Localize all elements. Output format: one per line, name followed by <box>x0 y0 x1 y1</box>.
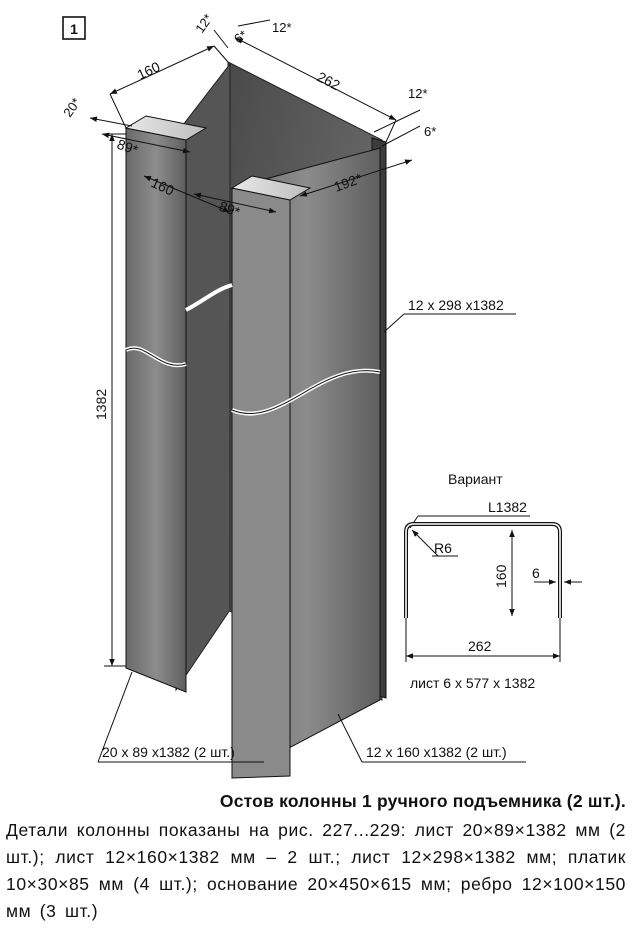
column-3d-view <box>124 61 387 779</box>
variant-thickness: 6 <box>532 565 540 581</box>
caption-body: Детали колонны показаны на рис. 227...22… <box>6 820 626 921</box>
dim-inner-89: 89* <box>217 198 243 220</box>
variant-length: L1382 <box>488 499 527 515</box>
break-line-inner <box>185 283 233 312</box>
variant-height: 160 <box>493 564 509 588</box>
figure-caption: Остов колонны 1 ручного подъемника (2 шт… <box>0 780 626 925</box>
dim-right-gap-b: 6* <box>424 124 436 139</box>
dimension-lines <box>89 19 526 763</box>
dim-top-gap-right: 12* <box>272 20 292 35</box>
caption-title: Остов колонны 1 ручного подъемника (2 шт… <box>219 791 626 811</box>
variant-title: Вариант <box>448 471 503 487</box>
dim-top-gap-left: 12* <box>192 11 215 36</box>
left-flange-bar <box>125 127 187 693</box>
break-line-right-outline <box>231 370 381 415</box>
label-flange-bars: 20 x 89 x1382 (2 шт.) <box>102 744 235 760</box>
variant-radius: R6 <box>434 540 452 556</box>
right-flange-bar <box>231 187 291 779</box>
dim-flange-depth: 89* <box>115 136 141 158</box>
label-side-sheet: 12 x 298 x1382 <box>408 297 504 313</box>
variant-inset: Вариант L1382 R6 160 6 262 лист 6 x 577 … <box>404 471 582 691</box>
column-frame-diagram: 1 <box>60 11 582 779</box>
figure-number: 1 <box>70 21 78 37</box>
dim-right-gap-a: 12* <box>408 86 428 101</box>
dim-height: 1382 <box>93 389 109 420</box>
figure-number-box <box>62 16 86 40</box>
dim-top-width: 160 <box>135 58 163 82</box>
dim-left-top: 20* <box>60 95 83 120</box>
label-web-plates: 12 x 160 x1382 (2 шт.) <box>366 744 507 760</box>
variant-width: 262 <box>468 638 492 654</box>
dim-top-length: 262 <box>315 68 343 93</box>
variant-sheet: лист 6 x 577 x 1382 <box>410 675 535 691</box>
break-line-left-outline <box>125 347 187 366</box>
